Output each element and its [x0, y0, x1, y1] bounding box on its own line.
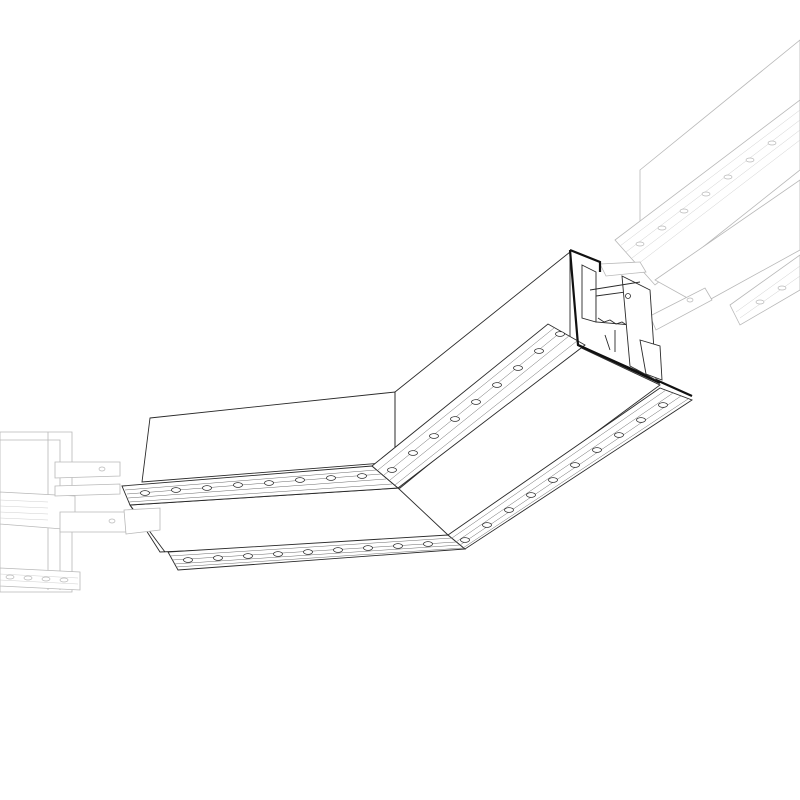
end-section-clip	[639, 339, 663, 381]
right-upper-flange-holes	[387, 331, 565, 473]
left-connector-plate-mid	[54, 483, 121, 497]
left-upper-flange-holes	[140, 473, 367, 496]
right-connector-plate-top	[599, 261, 647, 277]
right-lower-flange-grooves	[451, 389, 689, 549]
left-profile-inner-edge	[0, 439, 61, 590]
left-upper-flange-grooves	[124, 469, 393, 503]
inner-fold-edge	[397, 487, 449, 536]
channel-floor	[129, 344, 661, 553]
left-profile-section	[0, 431, 81, 593]
right-profile-section	[614, 39, 800, 326]
right-profile-lower-flange	[729, 254, 800, 326]
left-profile-flange	[0, 567, 81, 591]
right-connector-plate-upper	[649, 287, 713, 331]
end-section-leg-2	[604, 334, 611, 351]
right-connector-plates	[599, 261, 713, 331]
end-cross-section	[568, 248, 693, 398]
end-section-ledge	[589, 281, 641, 291]
left-connector-plate-lower	[59, 511, 133, 533]
left-insert-tab	[123, 507, 161, 535]
left-connector-plates	[54, 461, 133, 533]
left-connector-plate-upper	[54, 461, 121, 479]
left-lower-flange-holes	[183, 541, 433, 563]
end-section-bottom-edge	[577, 343, 693, 398]
right-upper-flange	[371, 323, 586, 489]
end-section-top-edge	[569, 248, 602, 272]
end-section-screw-hole	[625, 293, 631, 299]
right-lower-flange-holes	[460, 402, 668, 543]
corner-profile-main	[121, 251, 693, 571]
end-section-inner-wall	[581, 264, 597, 323]
right-profile-channel	[654, 179, 800, 306]
left-profile-grooves	[0, 499, 79, 585]
left-profile-holes	[5, 574, 69, 583]
right-profile-holes	[635, 140, 787, 305]
